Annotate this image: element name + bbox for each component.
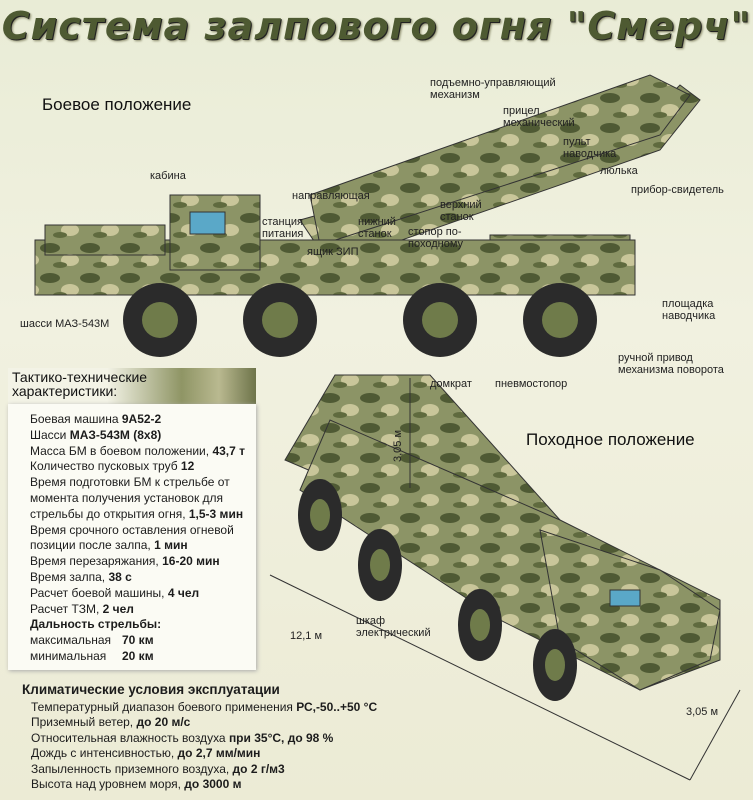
label-length: 12,1 м [290,630,323,642]
spec-label: Расчет боевой машины, [30,585,168,600]
spec-item: Расчет боевой машины, 4 чел [30,586,256,602]
spec-value: 9А52-2 [121,412,162,426]
spec-label: Шасси [30,427,70,442]
label-spare-box: ящик ЗИП [307,246,359,258]
march-vehicle [284,374,721,701]
spec-label: Расчет ТЗМ, [30,601,103,616]
label-travel-lock: стопор по-походному [408,226,463,250]
label-width: 3,05 м [686,706,719,718]
label-height: 3,05 м [392,429,404,462]
spec-item: Температурный диапазон боевого применени… [20,700,377,716]
climate-heading: Климатические условия эксплуатации [22,682,280,697]
label-sight: прицел механический [503,105,575,129]
spec-label: Температурный диапазон боевого применени… [31,699,297,714]
spec-label: максимальная [30,633,111,648]
spec-value: до 2,7 мм/мин [177,746,261,760]
label-manual-drive: ручной привод механизма поворота [618,352,724,376]
wheel-hubs [142,302,578,338]
spec-value: до 2 г/м3 [232,761,285,776]
spec-value: 1,5-3 мин [188,506,244,521]
spec-label: Относительная влажность воздуха [31,730,229,745]
spec-item: Высота над уровнем моря, до 3000 м [20,777,377,793]
spec-item: Дождь с интенсивностью, до 2,7 мм/мин [20,746,377,762]
spec-value: МАЗ-543М (8х8) [69,427,162,442]
march-wheel-hubs [310,499,565,681]
spec-item: Время перезаряжания, 16-20 мин [30,554,256,570]
label-electric-cabinet: шкаф электрический [356,615,431,639]
spec-label: Дождь с интенсивностью, [31,746,178,760]
march-cabin-window [609,589,641,607]
spec-value: 43,7 т [212,443,246,458]
climate-list: Температурный диапазон боевого применени… [20,700,377,793]
spec-value: при 35°С, до 98 % [228,730,334,745]
spec-label: Время подготовки БМ к стрельбе от момент… [30,475,230,521]
march-position-heading: Походное положение [526,430,695,449]
label-power-station: станция питания [262,216,304,240]
spec-label: Время залпа, [30,569,109,584]
spec-item: Количество пусковых труб 12 [30,459,256,475]
spec-value: 70 км [122,633,154,648]
spec-item: Запыленность приземного воздуха, до 2 г/… [20,762,377,778]
combat-position-heading: Боевое положение [42,95,192,114]
label-cradle: люлька [600,165,638,177]
label-chassis: шасси МАЗ-543М [20,318,110,330]
label-gunner-platform: площадка наводчика [662,298,716,322]
spec-item: Время залпа, 38 с [30,570,256,586]
spec-label: Количество пусковых труб [30,459,181,474]
combat-vehicle [34,74,701,357]
label-cabin: кабина [150,170,186,182]
spec-value: 12 [180,459,195,474]
label-upper-mount: верхний станок [440,199,482,223]
spec-label: минимальная [30,648,107,663]
spec-item: Относительная влажность воздуха при 35°С… [20,731,377,747]
spec-item: максимальная 70 км [30,633,256,649]
range-heading: Дальность стрельбы: [30,617,162,632]
spec-value: РС,-50..+50 °С [296,699,378,714]
spec-item: Шасси МАЗ-543М (8х8) [30,428,256,444]
spec-label: Запыленность приземного воздуха, [31,761,233,776]
spec-label: Время перезаряжания, [30,554,163,569]
label-elevating-mechanism: подъемно-управляющий механизм [430,77,556,101]
spec-value: 1 мин [154,538,188,553]
spec-label: Время срочного оставления огневой позици… [30,522,234,553]
spec-label: Масса БМ в боевом положении, [30,443,213,458]
spec-item: минимальная 20 км [30,649,256,665]
spec-item: Приземный ветер, до 20 м/с [20,715,377,731]
spec-value: 4 чел [167,585,200,600]
spec-item: Масса БМ в боевом положении, 43,7 т [30,444,256,460]
label-lower-mount: нижний станок [358,216,396,240]
specs-heading: Тактико-технические характеристики: [8,368,256,404]
label-jack: домкрат [430,378,472,390]
spec-item: Расчет ТЗМ, 2 чел [30,602,256,618]
spec-item: Боевая машина 9А52-2 [30,412,256,428]
spec-value: до 20 м/с [136,715,191,729]
spec-value: до 3000 м [184,777,242,791]
label-gunner-panel: пульт наводчика [563,136,617,160]
dimension-lines [269,378,741,781]
page-title: Система залпового огня "Смерч" [1,4,752,48]
spec-value: 2 чел [102,601,134,616]
spec-label: Высота над уровнем моря, [31,777,185,791]
march-wheels [298,479,577,701]
label-guide: направляющая [292,190,370,202]
spec-label: Приземный ветер, [31,715,137,729]
cabin-window [189,211,226,235]
spec-label: Боевая машина [30,412,122,426]
spec-value: 38 с [108,569,132,584]
label-witness-device: прибор-свидетель [631,184,724,196]
spec-value: 20 км [122,648,154,663]
hood [44,224,166,256]
label-pneumatic-lock: пневмостопор [495,378,568,390]
climate-section: Климатические условия эксплуатации Темпе… [20,682,377,793]
spec-item: Время срочного оставления огневой позици… [30,523,256,555]
launch-tubes-upper [309,74,691,246]
spec-value: 16-20 мин [162,554,220,569]
spec-item: Время подготовки БМ к стрельбе от момент… [30,475,256,522]
